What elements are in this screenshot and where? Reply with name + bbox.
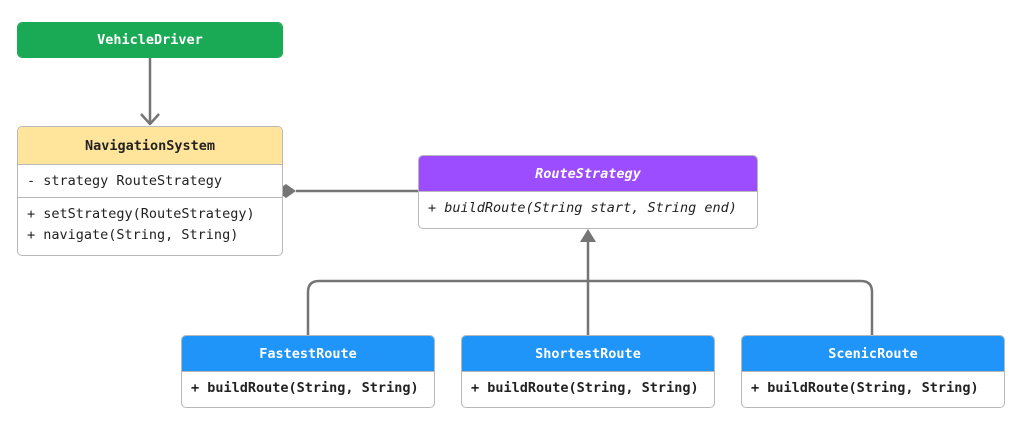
shortest-route-class: ShortestRoute + buildRoute(String, Strin… xyxy=(461,335,715,408)
fastest-route-class: FastestRoute + buildRoute(String, String… xyxy=(181,335,435,408)
shortest-route-name: ShortestRoute xyxy=(535,345,641,362)
route-strategy-interface: RouteStrategy + buildRoute(String start,… xyxy=(418,155,758,229)
vehicle-driver-class: VehicleDriver xyxy=(17,22,283,58)
navigation-system-class: NavigationSystem - strategy RouteStrateg… xyxy=(17,126,283,256)
fastest-route-name: FastestRoute xyxy=(259,345,357,362)
fastest-route-methods: + buildRoute(String, String) xyxy=(182,372,434,399)
route-strategy-header: RouteStrategy xyxy=(419,156,757,192)
route-strategy-method-buildroute: + buildRoute(String start, String end) xyxy=(428,200,737,216)
navigation-system-methods: + setStrategy(RouteStrategy) + navigate(… xyxy=(18,198,282,246)
inheritance-arrowhead xyxy=(580,229,596,242)
navigation-system-attributes: - strategy RouteStrategy xyxy=(18,165,282,198)
navigation-method-setstrategy: + setStrategy(RouteStrategy) xyxy=(27,206,255,222)
route-strategy-methods: + buildRoute(String start, String end) xyxy=(419,192,757,219)
shortest-route-header: ShortestRoute xyxy=(462,336,714,372)
navigation-system-header: NavigationSystem xyxy=(18,127,282,165)
vehicle-driver-header: VehicleDriver xyxy=(18,23,282,57)
inheritance-fastest-line xyxy=(306,279,588,336)
driver-to-navigation-arrowhead xyxy=(140,113,160,126)
navigation-method-navigate: + navigate(String, String) xyxy=(27,227,239,243)
scenic-route-methods: + buildRoute(String, String) xyxy=(742,372,1004,399)
scenic-route-class: ScenicRoute + buildRoute(String, String) xyxy=(741,335,1005,408)
shortest-route-method-buildroute: + buildRoute(String, String) xyxy=(471,380,699,396)
fastest-route-header: FastestRoute xyxy=(182,336,434,372)
fastest-route-method-buildroute: + buildRoute(String, String) xyxy=(191,380,419,396)
scenic-route-name: ScenicRoute xyxy=(828,345,918,362)
inheritance-scenic-line xyxy=(588,279,874,336)
scenic-route-header: ScenicRoute xyxy=(742,336,1004,372)
navigation-system-name: NavigationSystem xyxy=(84,137,216,154)
route-strategy-name: RouteStrategy xyxy=(535,165,641,182)
shortest-route-methods: + buildRoute(String, String) xyxy=(462,372,714,399)
vehicle-driver-name: VehicleDriver xyxy=(97,32,203,48)
scenic-route-method-buildroute: + buildRoute(String, String) xyxy=(751,380,979,396)
navigation-attribute-strategy: - strategy RouteStrategy xyxy=(27,173,223,189)
